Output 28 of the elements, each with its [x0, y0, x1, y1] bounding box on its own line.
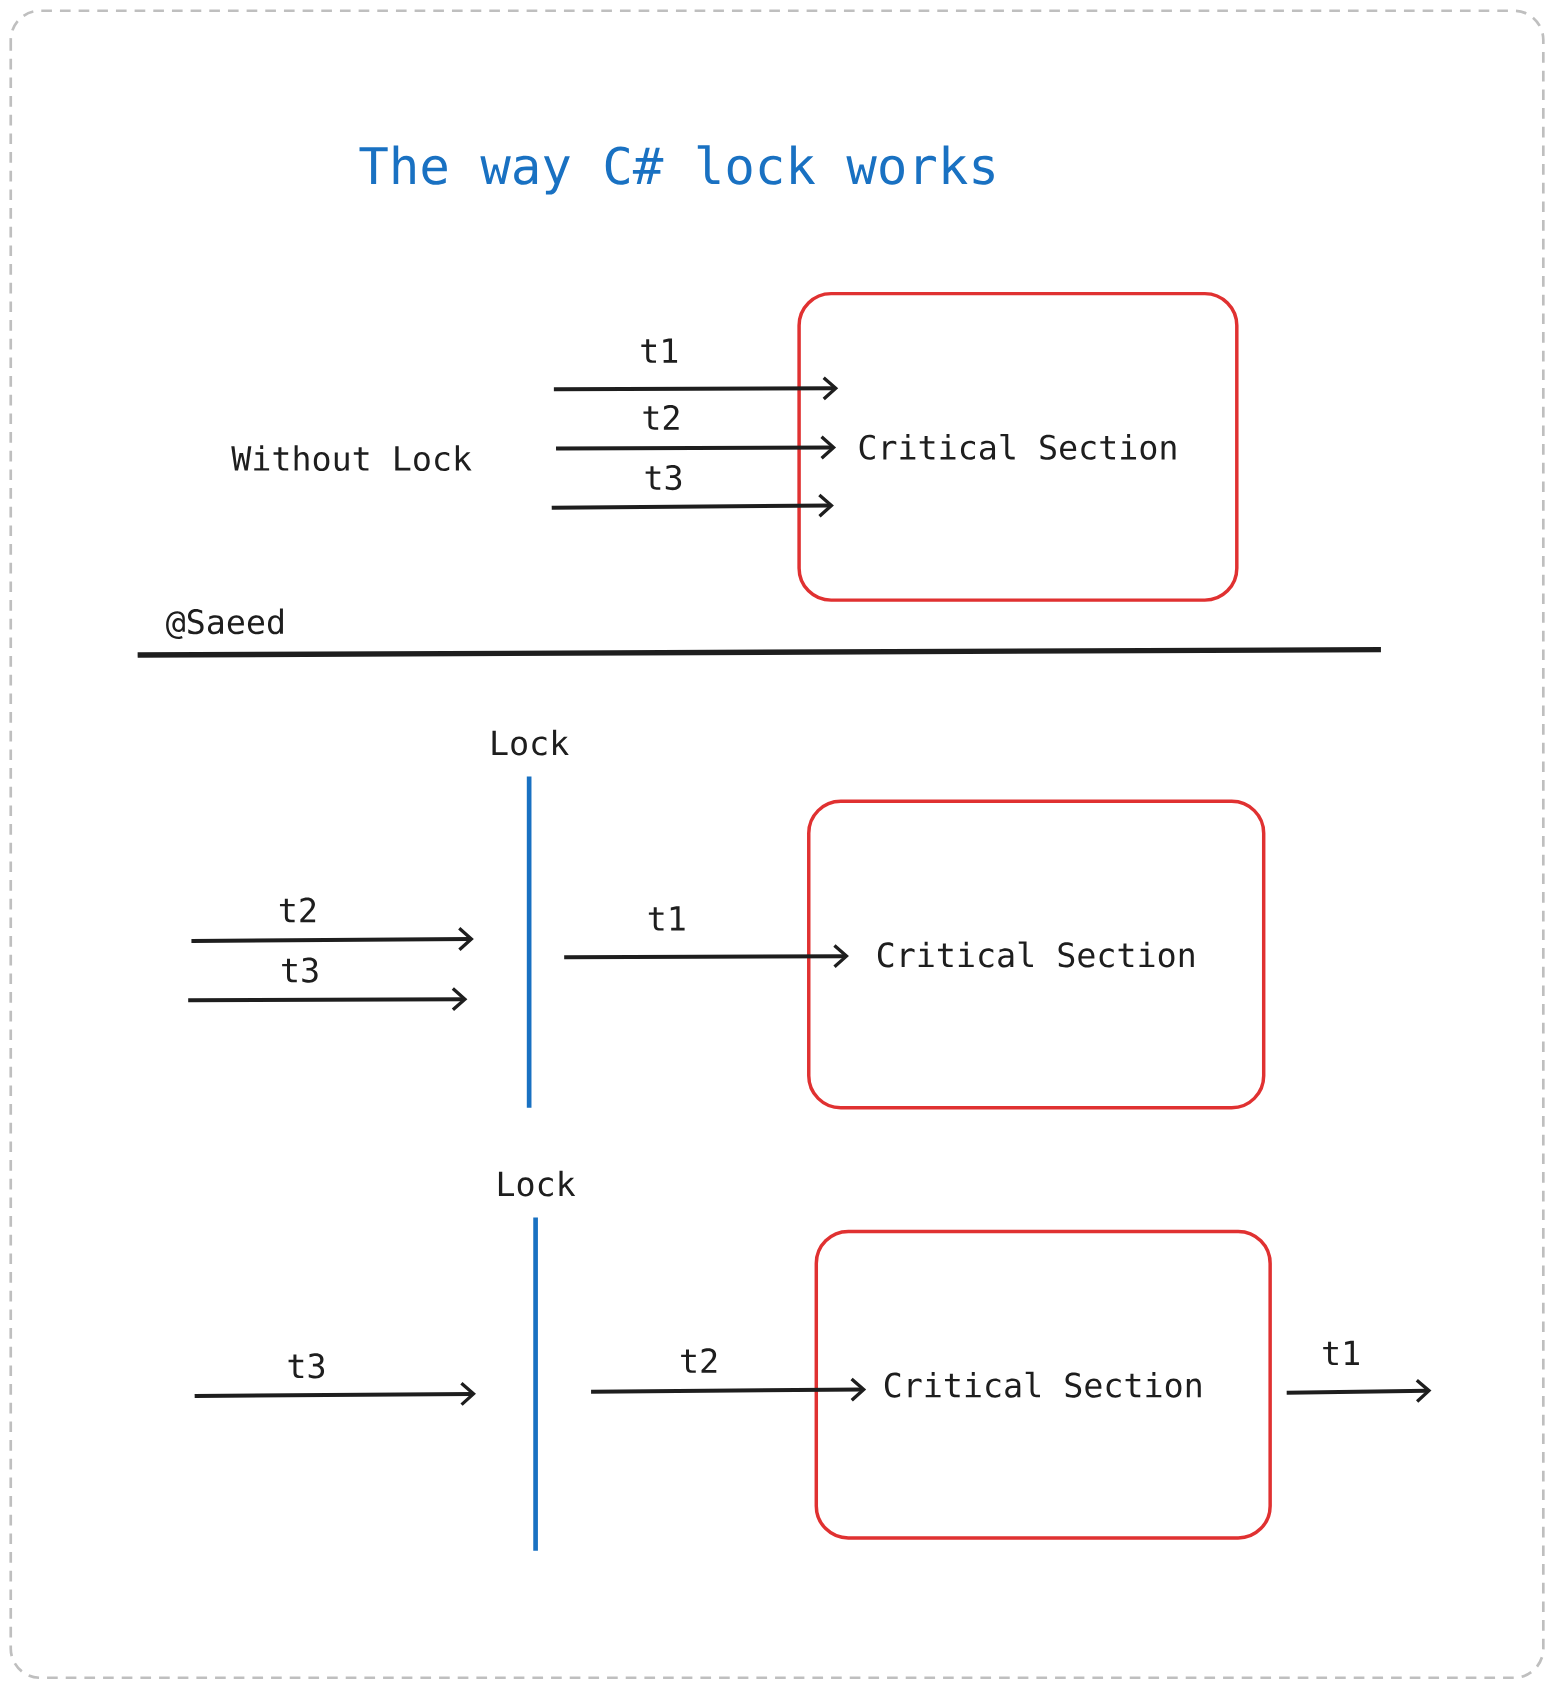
title: The way C# lock works	[359, 145, 994, 195]
arrow	[194, 1382, 476, 1406]
lock-bar: Lock	[498, 1170, 576, 1551]
edge-label: t2	[681, 1348, 717, 1373]
label: Without Lock	[231, 445, 472, 472]
edge-label: t1	[648, 906, 685, 931]
edge-label: t2	[279, 897, 316, 923]
arrow	[551, 493, 834, 518]
edge-label: t3	[282, 957, 318, 983]
critical-section-box: Critical Section	[797, 291, 1239, 602]
arrow	[591, 1377, 867, 1402]
node-label: Lock	[498, 1170, 576, 1197]
arrow	[553, 376, 839, 401]
critical-section-box: Critical Section	[814, 1229, 1272, 1540]
critical-section-box: Critical Section	[807, 799, 1266, 1110]
edge-label: t1	[1323, 1340, 1359, 1366]
edge-label: t1	[641, 338, 678, 363]
edge-label: t3	[645, 464, 682, 491]
arrow	[564, 944, 849, 969]
arrow	[1286, 1378, 1432, 1403]
arrow	[191, 927, 474, 951]
edge-label: t3	[288, 1353, 325, 1379]
node-label: Lock	[492, 729, 569, 756]
label: @Saeed	[166, 608, 283, 640]
edge-label: t2	[643, 404, 679, 430]
arrow	[188, 987, 468, 1012]
lock-bar: Lock	[492, 729, 569, 1108]
arrow	[556, 435, 837, 460]
